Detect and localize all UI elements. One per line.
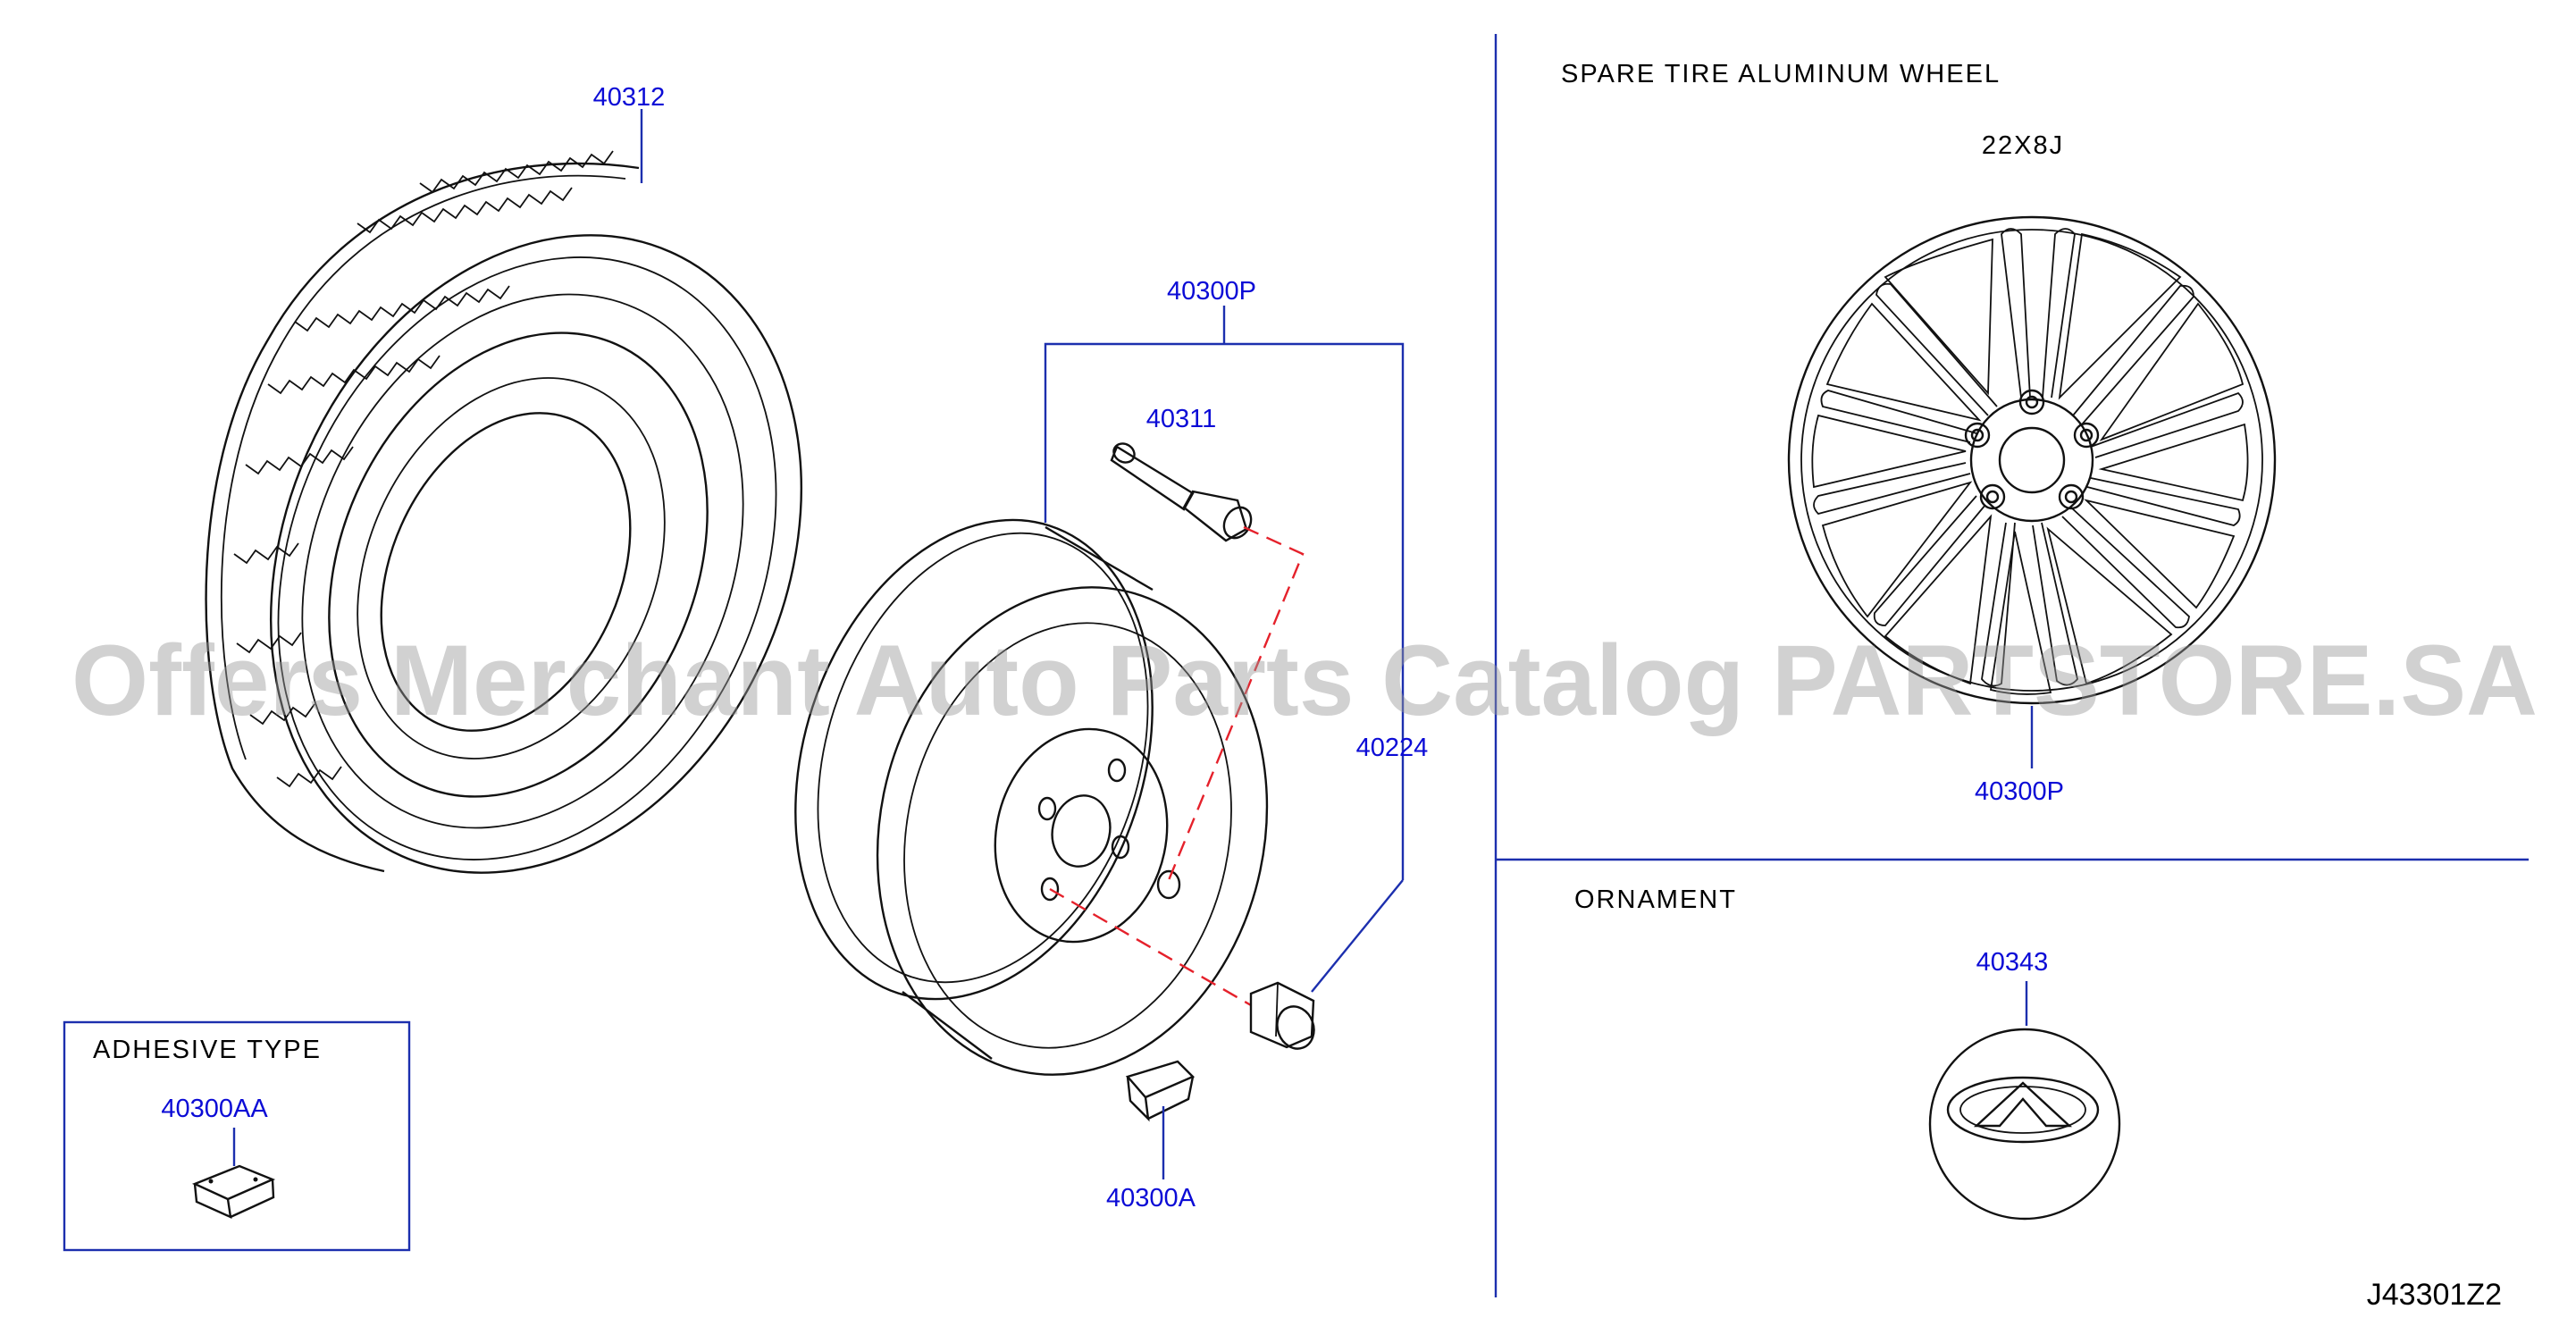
infiniti-logo-icon: [1973, 1081, 2073, 1128]
assembly-guide-lines: [1049, 525, 1305, 1007]
valve-drawing: [1110, 442, 1253, 542]
road-wheel-bracket: [1044, 306, 1405, 880]
label-wheel-nut[interactable]: 40224: [1356, 734, 1429, 762]
ornament-section-title: ORNAMENT: [1574, 885, 1737, 914]
section-dividers: [1494, 34, 2529, 1297]
tire-drawing: [205, 109, 802, 874]
road-wheel-drawing: [794, 518, 1269, 1076]
label-tire[interactable]: 40312: [593, 83, 666, 112]
balance-weight-drawing: [1125, 1060, 1196, 1122]
adhesive-type-box: [63, 1020, 411, 1252]
label-balance-weight[interactable]: 40300A: [1106, 1184, 1196, 1213]
ornament-cap-drawing: [1928, 1028, 2121, 1221]
label-valve[interactable]: 40311: [1146, 405, 1217, 433]
label-aluminum-wheel[interactable]: 40300P: [1975, 777, 2064, 806]
aluminum-wheel-drawing: [1787, 215, 2277, 705]
diagram-code: J43301Z2: [2367, 1278, 2502, 1312]
wheel-nut-drawing: [1249, 981, 1315, 1050]
label-ornament[interactable]: 40343: [1976, 948, 2049, 977]
spare-tire-section-title: SPARE TIRE ALUMINUM WHEEL: [1561, 60, 2001, 88]
adhesive-type-title: ADHESIVE TYPE: [93, 1036, 322, 1064]
wheel-nut-leader: [1311, 879, 1404, 993]
watermark-text: Offers Merchant Auto Parts Catalog PARTS…: [71, 625, 2538, 736]
wheel-size-text: 22X8J: [1982, 131, 2064, 160]
label-adhesive-weight[interactable]: 40300AA: [161, 1095, 268, 1123]
label-road-wheel[interactable]: 40300P: [1167, 277, 1256, 306]
